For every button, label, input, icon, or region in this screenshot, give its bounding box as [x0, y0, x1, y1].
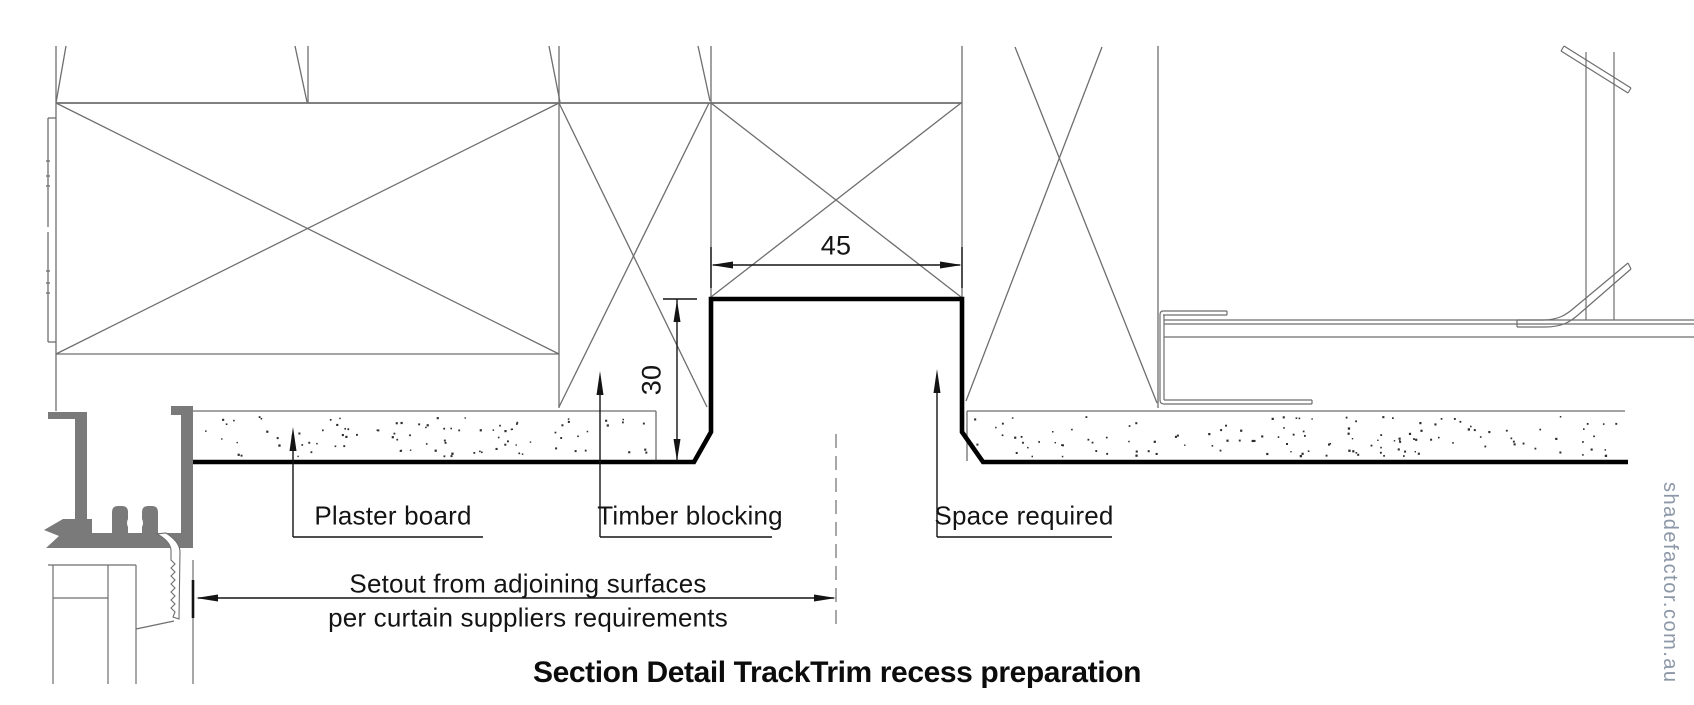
track-glide-channel-void — [127, 515, 143, 531]
setout-note-line2: per curtain suppliers requirements — [328, 602, 728, 633]
watermark-text: shadefactor.com.au — [1659, 482, 1681, 684]
setout-note-line1: Setout from adjoining surfaces — [349, 568, 707, 599]
plasterboard-stipple — [205, 416, 1618, 458]
label-space-required: Space required — [934, 500, 1114, 531]
label-timber-blocking: Timber blocking — [597, 500, 783, 531]
curtain-track-profile — [44, 406, 193, 548]
dim-recess-depth-label: 30 — [636, 364, 667, 396]
dimension-lines — [191, 247, 963, 618]
label-leader-lines — [289, 369, 1112, 538]
furring-channel-lines — [1159, 45, 1694, 405]
timber-framing-lines — [46, 45, 1625, 461]
window-frame-lines — [48, 560, 194, 684]
drawing-title: Section Detail TrackTrim recess preparat… — [532, 656, 1142, 689]
label-plaster-board: Plaster board — [314, 500, 472, 531]
dim-recess-width-label: 45 — [820, 230, 852, 261]
curtain-hook — [155, 532, 181, 620]
recess-profile-thick-line — [191, 296, 1628, 465]
